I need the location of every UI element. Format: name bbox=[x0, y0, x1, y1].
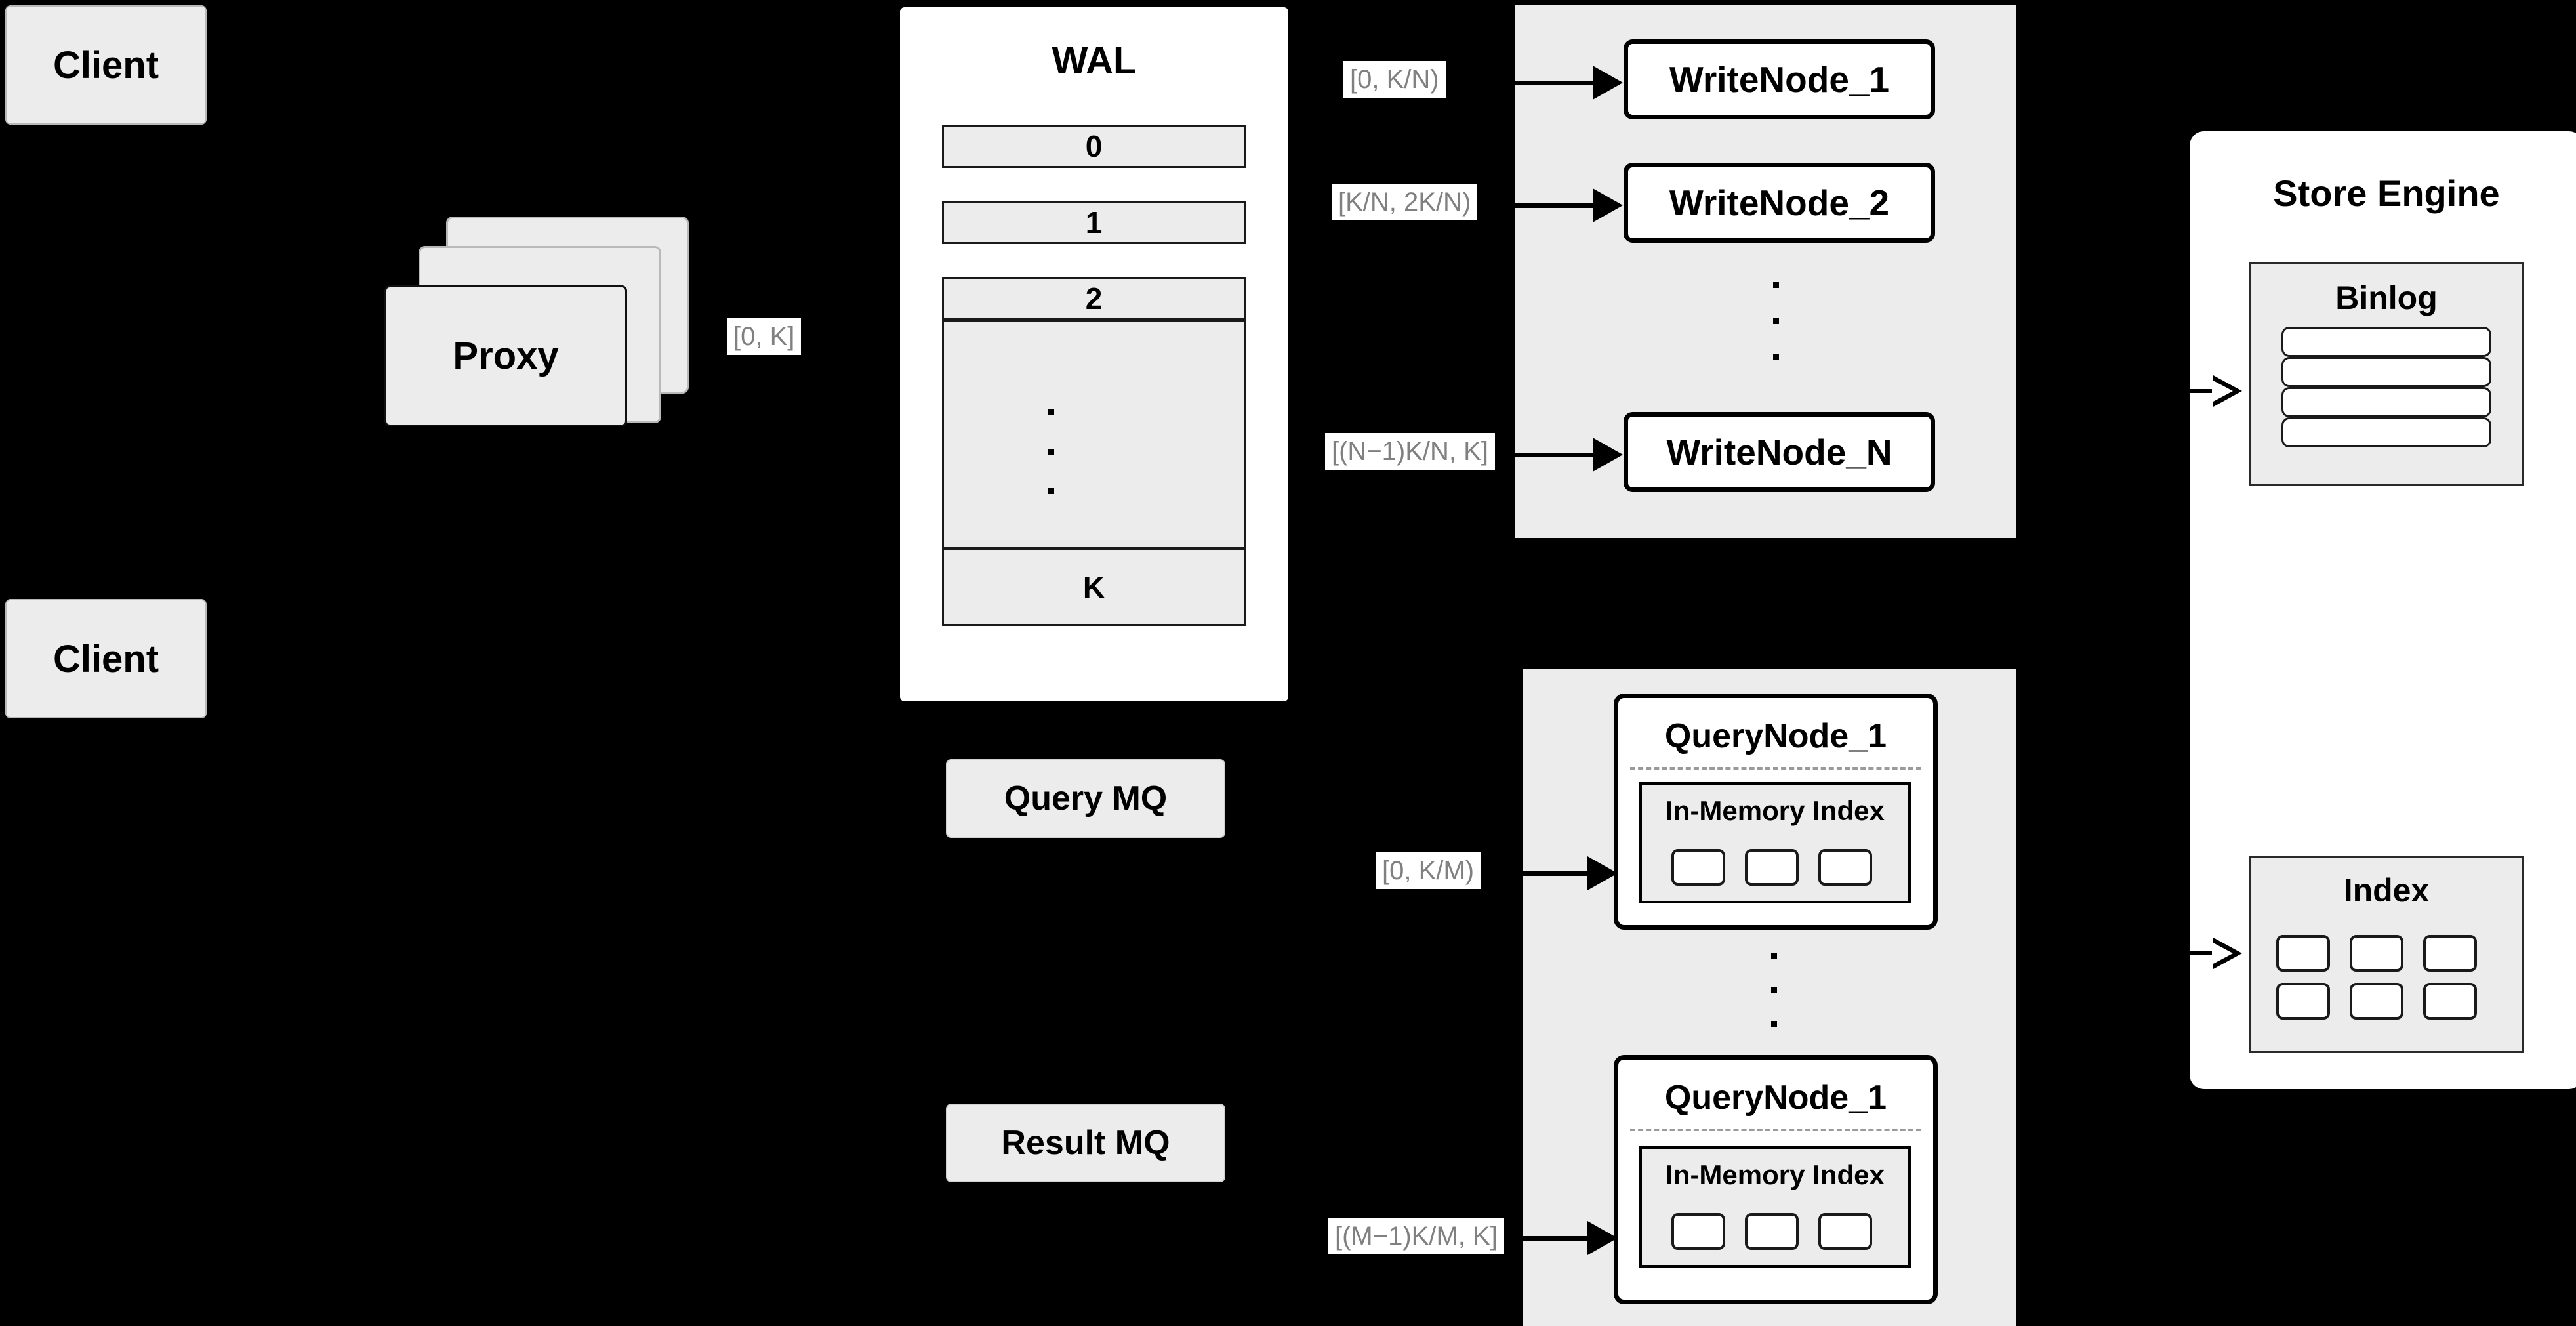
binlog-arrow-line bbox=[2178, 389, 2216, 393]
query-node-1-index-segment-3 bbox=[1818, 849, 1872, 886]
binlog-title: Binlog bbox=[2335, 280, 2438, 316]
proxy-label: Proxy bbox=[453, 335, 559, 377]
client-label-1: Client bbox=[52, 43, 159, 87]
index-entry-1 bbox=[2276, 935, 2330, 972]
index-entry-5 bbox=[2350, 983, 2403, 1020]
binlog-entry-4 bbox=[2281, 417, 2491, 447]
binlog-arrow-head bbox=[2212, 375, 2242, 407]
write-node-1-range-label: [0, K/N) bbox=[1343, 61, 1446, 98]
write-node-2-box[interactable]: WriteNode_2 bbox=[1624, 163, 1935, 243]
write-node-1-arrow-line bbox=[1503, 81, 1602, 85]
query-cluster-ellipsis-dot-2 bbox=[1771, 987, 1777, 993]
wal-title: WAL bbox=[1052, 39, 1137, 82]
query-node-2-separator bbox=[1630, 1129, 1921, 1131]
query-node-2-index-segment-2 bbox=[1745, 1213, 1799, 1250]
wal-row-2: 2 bbox=[942, 277, 1246, 320]
query-node-2-label: QueryNode_1 bbox=[1664, 1079, 1887, 1117]
query-node-1-separator bbox=[1630, 767, 1921, 770]
write-node-n-arrow-line bbox=[1503, 453, 1602, 457]
query-node-1-arrow-line bbox=[1515, 871, 1601, 876]
write-node-n-label: WriteNode_N bbox=[1666, 432, 1892, 472]
wal-ellipsis-dot-2 bbox=[1048, 449, 1054, 455]
query-node-2-index-segment-1 bbox=[1671, 1213, 1725, 1250]
index-entry-4 bbox=[2276, 983, 2330, 1020]
write-node-n-box[interactable]: WriteNode_N bbox=[1624, 412, 1935, 492]
client-box-2[interactable]: Client bbox=[5, 599, 207, 718]
store-engine-title: Store Engine bbox=[2273, 173, 2500, 214]
wal-row-k: K bbox=[942, 549, 1246, 626]
query-node-1-label: QueryNode_1 bbox=[1664, 717, 1887, 755]
client-box-1[interactable]: Client bbox=[5, 5, 207, 125]
binlog-entry-1 bbox=[2281, 327, 2491, 357]
query-node-2-range-label: [(M−1)K/M, K] bbox=[1328, 1218, 1504, 1254]
index-arrow-head bbox=[2212, 938, 2242, 969]
write-cluster-ellipsis-dot-2 bbox=[1773, 318, 1779, 324]
index-arrow-line bbox=[2178, 951, 2216, 955]
write-node-2-range-label: [K/N, 2K/N) bbox=[1332, 184, 1478, 220]
wal-row-1: 1 bbox=[942, 201, 1246, 244]
query-node-1-box[interactable]: QueryNode_1 In-Memory Index bbox=[1614, 694, 1938, 930]
query-node-2-arrow-head bbox=[1587, 1221, 1618, 1255]
binlog-entry-3 bbox=[2281, 387, 2491, 417]
write-node-n-range-label: [(N−1)K/N, K] bbox=[1325, 433, 1495, 470]
query-node-1-arrow-head bbox=[1587, 856, 1618, 890]
write-cluster-ellipsis-dot-3 bbox=[1773, 354, 1779, 360]
write-node-2-label: WriteNode_2 bbox=[1669, 182, 1890, 223]
query-node-2-index-label: In-Memory Index bbox=[1666, 1159, 1885, 1190]
write-node-n-arrow-head bbox=[1593, 438, 1623, 472]
binlog-entry-2 bbox=[2281, 357, 2491, 387]
query-node-1-index-segment-1 bbox=[1671, 849, 1725, 886]
wal-ellipsis-dot-1 bbox=[1048, 409, 1054, 415]
query-cluster-ellipsis-dot-3 bbox=[1771, 1021, 1777, 1027]
wal-row-ellipsis bbox=[942, 320, 1246, 549]
wal-ellipsis-dot-3 bbox=[1048, 488, 1054, 494]
result-mq-box[interactable]: Result MQ bbox=[946, 1104, 1225, 1182]
write-node-1-label: WriteNode_1 bbox=[1669, 59, 1890, 100]
write-cluster-ellipsis-dot-1 bbox=[1773, 282, 1779, 288]
query-node-1-range-label: [0, K/M) bbox=[1376, 852, 1481, 889]
query-node-1-index-label: In-Memory Index bbox=[1666, 795, 1885, 826]
write-node-2-arrow-head bbox=[1593, 188, 1623, 222]
query-mq-box[interactable]: Query MQ bbox=[946, 759, 1225, 838]
query-node-1-index-box: In-Memory Index bbox=[1639, 782, 1911, 903]
index-entry-2 bbox=[2350, 935, 2403, 972]
query-cluster-ellipsis-dot-1 bbox=[1771, 953, 1777, 959]
write-node-1-arrow-head bbox=[1593, 66, 1623, 100]
wal-row-0: 0 bbox=[942, 125, 1246, 168]
query-node-1-index-segment-2 bbox=[1745, 849, 1799, 886]
result-mq-label: Result MQ bbox=[1001, 1124, 1170, 1162]
query-node-2-arrow-line bbox=[1515, 1236, 1601, 1241]
proxy-box[interactable]: Proxy bbox=[384, 285, 627, 426]
proxy-range-label: [0, K] bbox=[727, 318, 802, 355]
client-label-2: Client bbox=[52, 637, 159, 680]
index-entry-6 bbox=[2423, 983, 2477, 1020]
query-node-2-index-segment-3 bbox=[1818, 1213, 1872, 1250]
write-node-2-arrow-line bbox=[1503, 203, 1602, 208]
query-node-2-box[interactable]: QueryNode_1 In-Memory Index bbox=[1614, 1055, 1938, 1304]
query-node-2-index-box: In-Memory Index bbox=[1639, 1146, 1911, 1268]
write-node-1-box[interactable]: WriteNode_1 bbox=[1624, 39, 1935, 119]
index-entry-3 bbox=[2423, 935, 2477, 972]
query-mq-label: Query MQ bbox=[1004, 779, 1168, 818]
index-title: Index bbox=[2343, 872, 2430, 909]
